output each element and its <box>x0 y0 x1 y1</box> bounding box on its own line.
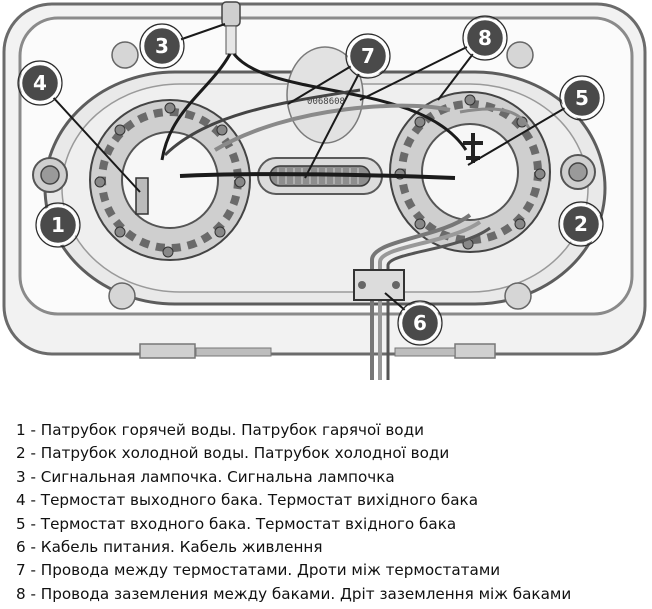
clamp-screw <box>392 281 400 289</box>
power-cable-b <box>378 220 482 380</box>
legend-item-4: 4 - Термостат выходного бака. Термостат … <box>16 491 479 510</box>
left-bolt <box>214 226 226 238</box>
legend-item-3: 3 - Сигнальная лампочка. Сигнальна лампо… <box>16 467 395 486</box>
ground-wire <box>213 103 451 152</box>
left-bolt <box>164 102 176 114</box>
wire-lamp-left <box>160 53 232 161</box>
callout-4: 4 <box>17 60 63 106</box>
bottom-bracket-right-2 <box>394 347 456 357</box>
callout-1-number: 1 <box>51 213 65 237</box>
signal-lamp <box>221 1 241 27</box>
legend-item-7: 7 - Провода между термостатами. Дроти мі… <box>16 561 501 580</box>
power-cable-a <box>370 213 472 380</box>
legend-item-1: 1 - Патрубок горячей воды. Патрубок гаря… <box>16 421 424 439</box>
heater-diagram: 0068608 <box>2 1 647 380</box>
callout-7-number: 7 <box>361 44 375 68</box>
clamp-screw <box>358 281 366 289</box>
right-bolt <box>514 218 526 230</box>
legend-list: 1 - Патрубок горячей воды. Патрубок гаря… <box>16 419 648 606</box>
left-thermostat <box>135 177 149 215</box>
ground-wire-right-branch <box>459 107 532 131</box>
callout-8: 8 <box>462 15 508 61</box>
bottom-bracket-left-2 <box>195 347 272 357</box>
bottom-bracket-right <box>454 343 496 359</box>
legend-item-2: 2 - Патрубок холодной воды. Патрубок хол… <box>16 444 450 463</box>
right-bolt <box>516 116 528 128</box>
callout-3-number: 3 <box>155 34 169 58</box>
callout-7: 7 <box>345 33 391 79</box>
signal-lamp-base <box>225 25 237 55</box>
serial-label: 0068608 <box>307 97 345 107</box>
callout-3: 3 <box>139 23 185 69</box>
callout-2-number: 2 <box>574 212 588 236</box>
callout-8-number: 8 <box>478 26 492 50</box>
right-thermostat <box>463 133 483 163</box>
mount-ear-bl <box>108 282 136 310</box>
mount-ear-tl <box>111 41 139 69</box>
wire-between-thermostats <box>179 172 456 180</box>
callout-2: 2 <box>558 201 604 247</box>
right-bolt <box>534 168 546 180</box>
left-bolt <box>216 124 228 136</box>
leader-line <box>304 55 369 179</box>
left-bolt <box>114 226 126 238</box>
leader-line <box>359 37 486 101</box>
left-bolt <box>162 246 174 258</box>
mount-ear-tr <box>506 41 534 69</box>
callout-4-number: 4 <box>33 71 47 95</box>
left-bolt <box>94 176 106 188</box>
callout-5-number: 5 <box>575 86 589 110</box>
hot-water-pipe-core <box>40 165 60 185</box>
callout-6-number: 6 <box>413 311 427 335</box>
wire-between-top <box>163 88 361 157</box>
power-cable-c <box>386 226 491 380</box>
callout-5: 5 <box>559 75 605 121</box>
legend-item-6: 6 - Кабель питания. Кабель живлення <box>16 538 323 557</box>
legend-item-8: 8 - Провода заземления между баками. Дрі… <box>16 584 572 603</box>
mount-ear-br <box>504 282 532 310</box>
right-flange-center <box>421 123 519 221</box>
cold-water-pipe-core <box>568 162 588 182</box>
callout-6: 6 <box>397 300 443 346</box>
right-bolt <box>414 218 426 230</box>
callout-1: 1 <box>35 202 81 248</box>
left-bolt <box>114 124 126 136</box>
legend-item-5: 5 - Термостат входного бака. Термостат в… <box>16 514 457 533</box>
right-bolt <box>414 116 426 128</box>
left-bolt <box>234 176 246 188</box>
right-bolt <box>464 94 476 106</box>
bottom-bracket-left <box>139 343 196 359</box>
leader-line <box>39 82 141 193</box>
